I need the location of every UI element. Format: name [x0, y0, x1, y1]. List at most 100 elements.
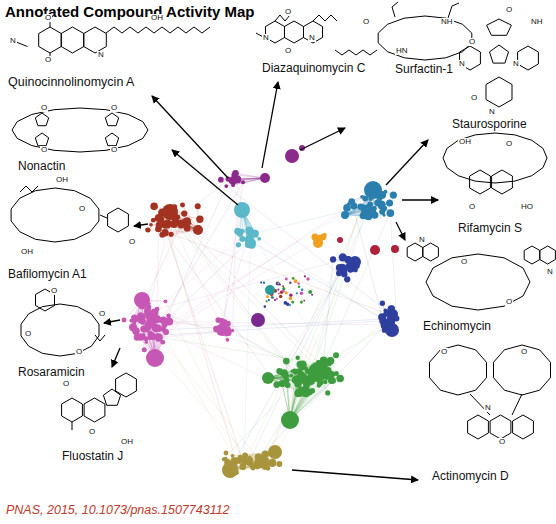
network-dot	[336, 375, 344, 383]
bond-path	[492, 170, 513, 194]
network-edge	[153, 182, 243, 336]
bond-path	[84, 398, 105, 422]
diagram-title: Annotated Compound Activity Map	[5, 3, 254, 20]
network-dot	[278, 293, 280, 295]
leader-arrow	[104, 320, 120, 323]
network-dot	[145, 341, 148, 344]
atom-label: N	[546, 268, 554, 276]
network-hub	[285, 149, 299, 163]
network-dot	[122, 318, 127, 323]
network-dot	[365, 204, 369, 208]
network-dot	[249, 230, 254, 235]
network-edge	[163, 342, 264, 465]
network-edge	[290, 374, 331, 420]
network-dot	[161, 229, 168, 236]
bond-path	[540, 246, 556, 264]
network-dot	[300, 301, 303, 304]
leader-arrow	[112, 348, 120, 367]
network-hub	[222, 462, 238, 478]
compound-name: Surfactin-1	[395, 63, 453, 75]
bond-path	[392, 7, 395, 17]
leader-arrow	[134, 224, 148, 226]
network-dot	[276, 461, 282, 467]
network-dot	[293, 369, 299, 375]
network-dot	[157, 334, 161, 338]
network-dot	[140, 319, 145, 324]
atom-label: O	[88, 428, 96, 436]
network-edge	[166, 332, 298, 393]
network-dot	[277, 282, 279, 284]
network-dot	[263, 281, 266, 284]
network-dot	[161, 220, 169, 228]
atom-label: O	[284, 8, 292, 16]
network-dot	[375, 201, 378, 204]
bond-path	[378, 16, 472, 60]
network-dot	[330, 256, 336, 262]
network-dot	[150, 311, 158, 319]
atom-label: O	[468, 203, 476, 211]
network-dot	[186, 224, 190, 228]
atom-label: O	[110, 146, 118, 154]
network-dot	[151, 218, 156, 223]
network-hub	[216, 324, 228, 336]
network-edge	[245, 206, 364, 462]
network-dot	[294, 380, 298, 384]
network-edge	[267, 274, 344, 459]
network-edge	[164, 225, 243, 462]
network-hub	[260, 173, 270, 183]
network-dot	[142, 347, 147, 352]
network-dot	[308, 290, 312, 294]
network-dot	[134, 334, 141, 341]
network-dot	[291, 300, 294, 303]
compound-name: Actinomycin D	[432, 470, 509, 482]
network-dot	[168, 232, 173, 237]
network-edge	[174, 225, 324, 375]
network-dot	[289, 374, 293, 378]
bond-path	[468, 415, 489, 439]
atom-label: N	[262, 34, 270, 42]
network-dot	[276, 281, 280, 285]
bond-path	[72, 422, 73, 430]
network-dot	[237, 457, 244, 464]
network-dot	[285, 278, 288, 281]
network-dot	[231, 454, 235, 458]
network-edge	[165, 225, 235, 461]
network-dot	[218, 177, 224, 183]
network-dot	[299, 374, 305, 380]
network-edge	[173, 173, 236, 224]
network-dot	[336, 270, 342, 276]
network-dot	[390, 191, 397, 198]
bond-path	[423, 243, 439, 261]
network-dot	[298, 285, 300, 287]
network-edges	[124, 173, 396, 472]
atom-label: OH	[120, 438, 134, 446]
network-dot	[306, 277, 309, 280]
bond-path	[494, 345, 551, 395]
network-dot	[257, 460, 265, 468]
atom-label: NH	[530, 18, 544, 26]
network-hub	[262, 372, 274, 384]
network-dot	[245, 241, 252, 248]
network-hub	[349, 256, 361, 268]
bond-path	[512, 394, 522, 415]
atom-label: O	[468, 38, 476, 46]
network-dot	[266, 295, 269, 298]
atom-label: O	[470, 94, 478, 102]
network-hub	[313, 238, 323, 248]
network-dots	[122, 145, 400, 478]
atom-label: HO	[520, 203, 534, 211]
network-dot	[296, 292, 298, 294]
bond-path	[524, 246, 540, 264]
bond-path	[103, 389, 120, 405]
network-hub	[134, 292, 150, 308]
atom-label: O	[498, 438, 506, 446]
compound-name: Rifamycin S	[458, 222, 522, 234]
network-dot	[382, 213, 385, 216]
atom-label: O	[362, 18, 370, 26]
network-edge	[166, 237, 323, 332]
citation-caption: PNAS, 2015, 10.1073/pnas.1507743112	[6, 503, 230, 517]
network-dot	[344, 276, 350, 282]
bond-path	[518, 46, 539, 70]
network-edge	[176, 223, 307, 393]
